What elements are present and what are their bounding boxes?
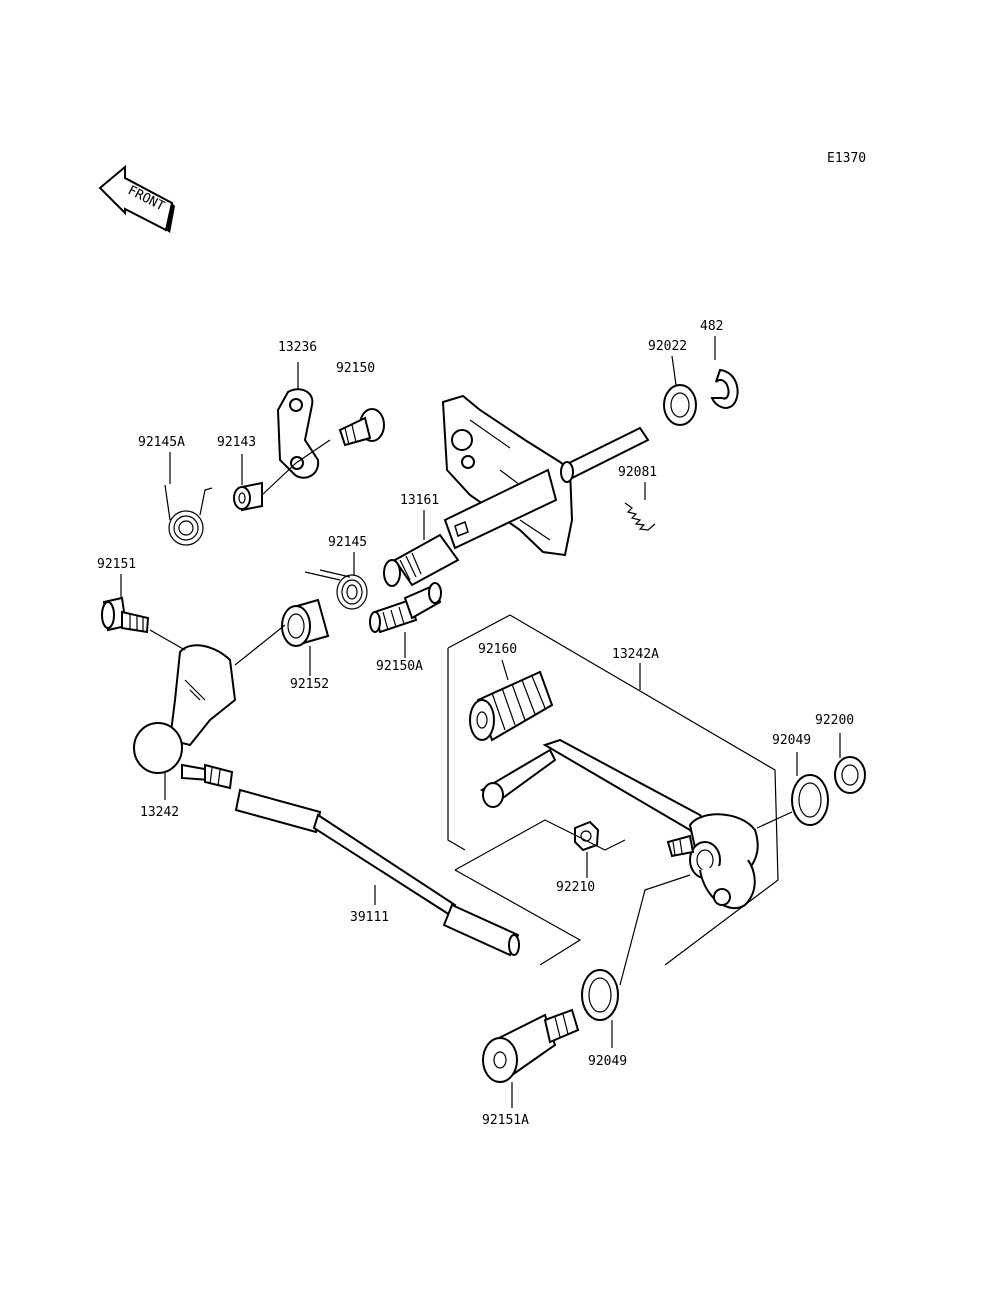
- circlip-482: [710, 368, 739, 409]
- label-482: 482: [700, 319, 723, 334]
- label-92145: 92145: [328, 535, 367, 550]
- bolt-92151: [101, 596, 150, 634]
- label-92150: 92150: [336, 361, 375, 376]
- label-92150A: 92150A: [376, 659, 423, 674]
- washer-92022: [663, 384, 697, 426]
- label-92081: 92081: [618, 465, 657, 480]
- seal-92049-lower: [581, 969, 619, 1021]
- label-39111: 39111: [350, 910, 389, 925]
- label-92210: 92210: [556, 880, 595, 895]
- spring-92081: [624, 502, 656, 531]
- spring-92145A: [164, 484, 213, 546]
- tie-rod-39111: [234, 788, 520, 957]
- label-13236: 13236: [278, 340, 317, 355]
- label-92145A: 92145A: [138, 435, 185, 450]
- pedal-rubber-92160: [469, 670, 554, 742]
- shift-shaft-bracket: [441, 394, 650, 557]
- collar-92152: [281, 598, 330, 647]
- label-92022: 92022: [648, 339, 687, 354]
- pedal-lever-13242A: [479, 738, 759, 910]
- bolt-92150A: [369, 582, 442, 634]
- front-arrow-icon: FRONT: [98, 164, 175, 233]
- plate-13236: [276, 388, 320, 479]
- leader-lines: [120, 336, 841, 1108]
- label-92049-lower: 92049: [588, 1054, 627, 1069]
- shift-lever-13242: [133, 644, 237, 790]
- washer-92200: [834, 756, 866, 794]
- label-13242: 13242: [140, 805, 179, 820]
- shift-shaft-13161: [383, 533, 460, 587]
- label-92151: 92151: [97, 557, 136, 572]
- label-92049-upper: 92049: [772, 733, 811, 748]
- label-92143: 92143: [217, 435, 256, 450]
- label-92151A: 92151A: [482, 1113, 529, 1128]
- seal-92049-upper: [791, 774, 829, 826]
- label-92200: 92200: [815, 713, 854, 728]
- collar-92143: [233, 481, 263, 512]
- part-labels: 13236 92150 92145A 92143 13161 92145 921…: [97, 319, 854, 1128]
- label-13242A: 13242A: [612, 647, 659, 662]
- label-92152: 92152: [290, 677, 329, 692]
- nut-92210: [574, 820, 600, 852]
- label-92160: 92160: [478, 642, 517, 657]
- label-13161: 13161: [400, 493, 439, 508]
- diagram-code: E1370: [827, 151, 866, 166]
- pivot-bolt-92151A: [482, 1008, 580, 1083]
- spring-92145: [304, 569, 368, 610]
- bolt-92150: [338, 408, 385, 447]
